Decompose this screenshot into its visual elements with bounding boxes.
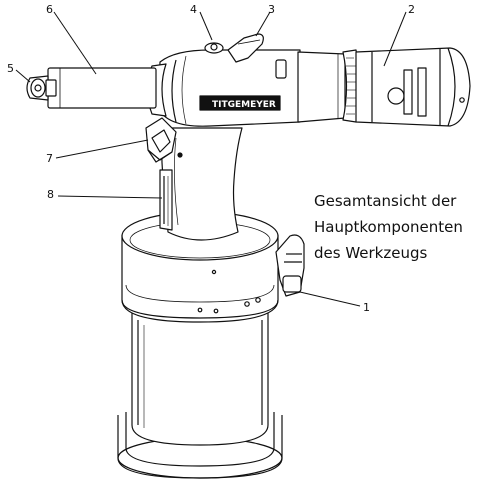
callout-8: 8	[47, 188, 54, 201]
callout-1: 1	[363, 301, 370, 314]
caption-line-3: des Werkzeugs	[314, 244, 428, 262]
handle-grip	[159, 127, 243, 241]
callout-6: 6	[46, 3, 53, 16]
reservoir-canister	[117, 211, 283, 479]
nose-tube	[26, 63, 167, 117]
callout-5: 5	[7, 62, 14, 75]
rear-collector	[355, 47, 471, 127]
caption-line-1: Gesamtansicht der	[314, 192, 457, 210]
trigger-lever	[145, 117, 177, 163]
caption-line-2: Hauptkomponenten	[314, 218, 463, 236]
callout-7: 7	[46, 152, 53, 165]
callout-3: 3	[268, 3, 275, 16]
callout-4: 4	[190, 3, 197, 16]
callout-2: 2	[408, 3, 415, 16]
leader-lines	[15, 11, 407, 307]
air-fitting	[275, 234, 305, 297]
main-housing	[157, 33, 360, 127]
brand-logo: TITGEMEYER	[212, 100, 276, 110]
